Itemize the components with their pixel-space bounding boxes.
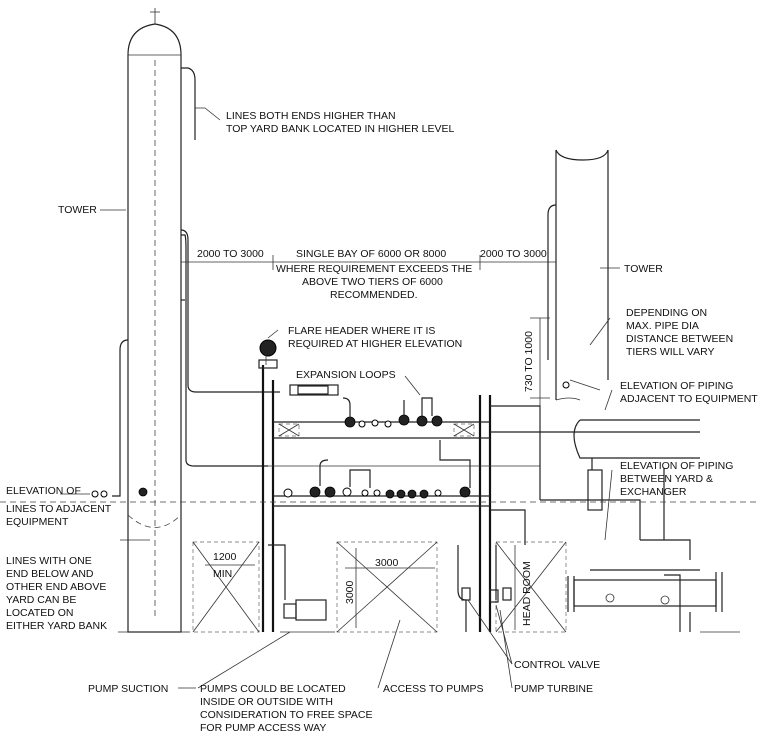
label-one-end-5: LOCATED ON bbox=[6, 607, 73, 619]
label-pump-suction: PUMP SUCTION bbox=[88, 683, 168, 695]
label-elev-yard-2: BETWEEN YARD & bbox=[620, 473, 713, 485]
label-elev-yard-3: EXCHANGER bbox=[620, 486, 687, 498]
label-pumps-located-3: CONSIDERATION TO FREE SPACE bbox=[200, 709, 373, 721]
label-requirement-2: ABOVE TWO TIERS OF 6000 bbox=[302, 276, 443, 288]
label-requirement-1: WHERE REQUIREMENT EXCEEDS THE bbox=[276, 263, 472, 275]
label-elev-yard-1: ELEVATION OF PIPING bbox=[620, 460, 733, 472]
label-pumps-located-4: FOR PUMP ACCESS WAY bbox=[200, 722, 326, 734]
label-min: MIN bbox=[213, 568, 232, 580]
label-pumps-located-2: INSIDE OR OUTSIDE WITH bbox=[200, 696, 333, 708]
label-access-pumps: ACCESS TO PUMPS bbox=[383, 683, 484, 695]
label-dim-right: 2000 TO 3000 bbox=[480, 248, 547, 260]
label-one-end-3: OTHER END ABOVE bbox=[6, 581, 106, 593]
labels: TOWER LINES BOTH ENDS HIGHER THAN TOP YA… bbox=[6, 110, 758, 734]
leader-lines bbox=[60, 107, 620, 689]
label-pumps-located-1: PUMPS COULD BE LOCATED bbox=[200, 683, 346, 695]
label-one-end-6: EITHER YARD BANK bbox=[6, 620, 107, 632]
label-dim-left: 2000 TO 3000 bbox=[197, 248, 264, 260]
label-dim-1200: 1200 bbox=[213, 551, 237, 563]
label-dim-3000-v: 3000 bbox=[344, 580, 356, 604]
left-tower bbox=[91, 8, 280, 633]
label-head-room: HEAD ROOM bbox=[521, 561, 533, 626]
label-depending-4: TIERS WILL VARY bbox=[626, 346, 715, 358]
label-depending-2: MAX. PIPE DIA bbox=[626, 320, 699, 332]
label-lines-both-ends-2: TOP YARD BANK LOCATED IN HIGHER LEVEL bbox=[226, 123, 455, 135]
label-control-valve: CONTROL VALVE bbox=[514, 659, 600, 671]
label-elev-lines-1: ELEVATION OF bbox=[6, 485, 81, 497]
label-tower-right: TOWER bbox=[624, 263, 663, 275]
label-flare-1: FLARE HEADER WHERE IT IS bbox=[288, 325, 435, 337]
label-elev-equip-2: ADJACENT TO EQUIPMENT bbox=[620, 393, 758, 405]
label-elev-equip-1: ELEVATION OF PIPING bbox=[620, 380, 733, 392]
label-elev-lines-3: EQUIPMENT bbox=[6, 516, 69, 528]
label-one-end-1: LINES WITH ONE bbox=[6, 555, 92, 567]
label-requirement-3: RECOMMENDED. bbox=[330, 289, 418, 301]
label-depending-3: DISTANCE BETWEEN bbox=[626, 333, 733, 345]
label-one-end-4: YARD CAN BE bbox=[6, 594, 76, 606]
label-single-bay: SINGLE BAY OF 6000 OR 8000 bbox=[296, 248, 446, 260]
label-tower-left: TOWER bbox=[58, 204, 97, 216]
label-depending-1: DEPENDING ON bbox=[626, 307, 707, 319]
label-dim-730: 730 TO 1000 bbox=[523, 331, 535, 392]
label-lines-both-ends-1: LINES BOTH ENDS HIGHER THAN bbox=[226, 110, 396, 122]
label-expansion-loops: EXPANSION LOOPS bbox=[296, 369, 396, 381]
label-one-end-2: END BELOW AND bbox=[6, 568, 94, 580]
label-pump-turbine: PUMP TURBINE bbox=[514, 683, 593, 695]
label-elev-lines-2: LINES TO ADJACENT bbox=[6, 503, 112, 515]
right-tower bbox=[547, 149, 609, 401]
right-piping bbox=[0, 405, 760, 633]
dimension-lines bbox=[181, 255, 556, 630]
label-flare-2: REQUIRED AT HIGHER ELEVATION bbox=[288, 338, 462, 350]
label-dim-3000-h: 3000 bbox=[375, 557, 399, 569]
pump-area bbox=[192, 541, 567, 633]
pipe-rack bbox=[258, 339, 540, 632]
